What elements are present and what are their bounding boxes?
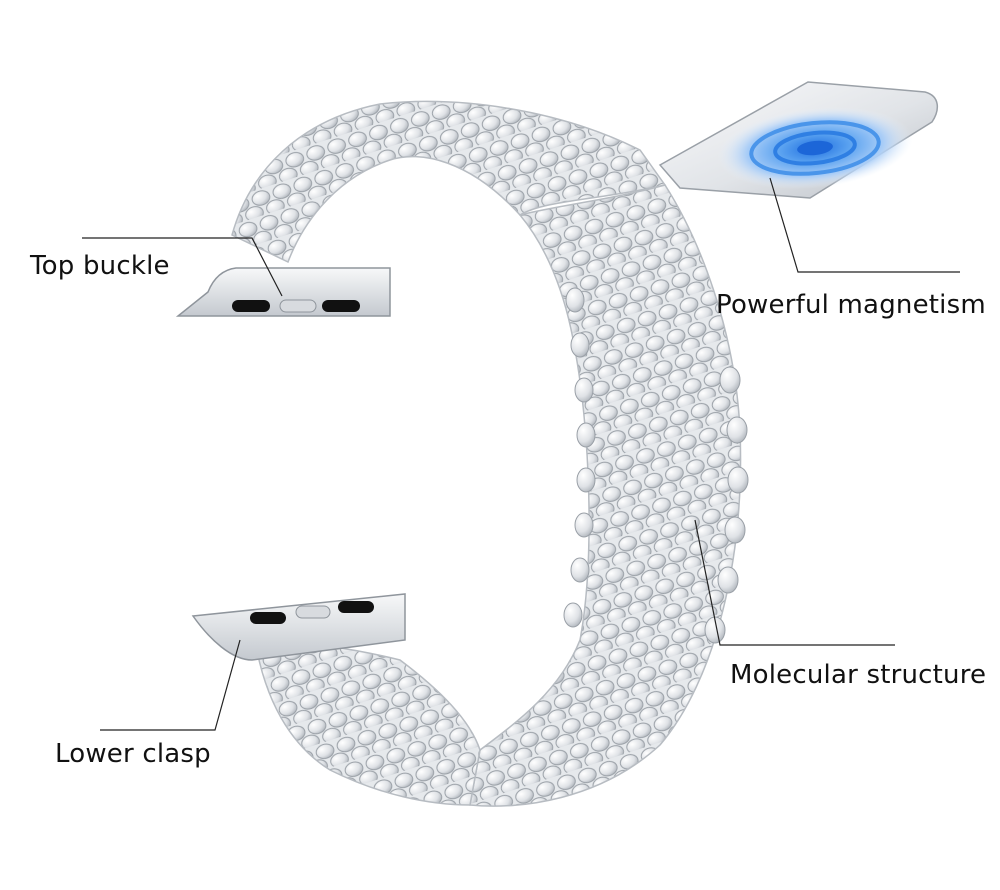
top-buckle-lug (175, 267, 391, 317)
band-mesh-loop (469, 184, 742, 807)
lug-slot (250, 612, 286, 624)
label-molecular-structure: Molecular structure (730, 660, 987, 690)
leader-top-buckle (82, 237, 283, 297)
lug-slot (338, 601, 374, 613)
band-mesh-bottom (254, 639, 481, 806)
lower-clasp-lug (191, 593, 406, 661)
lug-slot (322, 300, 360, 312)
magnetic-end-cap (658, 81, 939, 199)
band-mesh-top (231, 100, 667, 264)
label-powerful-magnetism: Powerful magnetism (716, 290, 986, 320)
label-top-buckle: Top buckle (30, 251, 170, 281)
label-lower-clasp: Lower clasp (55, 739, 211, 769)
leader-powerful-magnetism (769, 177, 960, 273)
lug-release-button (279, 299, 317, 313)
lug-release-button (295, 605, 331, 619)
leader-lower-clasp (100, 639, 241, 731)
lug-slot (232, 300, 270, 312)
callout-leader-lines (82, 177, 960, 731)
mesh-edge-links (563, 287, 749, 644)
leader-molecular-structure (694, 519, 895, 646)
